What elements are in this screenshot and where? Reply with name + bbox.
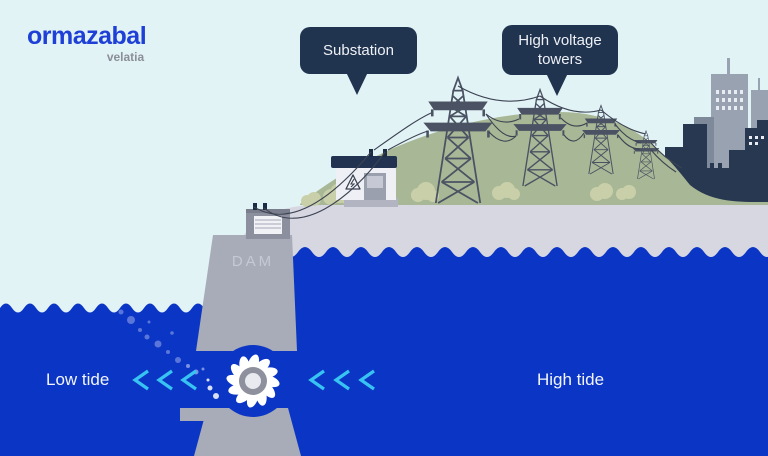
dark-building-windows <box>749 136 764 145</box>
skyscraper-windows <box>716 90 743 110</box>
callout-towers-pointer <box>546 73 568 96</box>
callout-substation: Substation <box>300 27 417 74</box>
hill <box>300 111 768 205</box>
substation-building <box>331 149 398 207</box>
water-high-tide <box>270 247 768 456</box>
callout-towers-label: High voltage towers <box>518 31 602 69</box>
dam-label: DAM <box>231 253 275 270</box>
brand-tagline: velatia <box>106 50 145 64</box>
brand-logo: ormazabal velatia <box>27 22 147 65</box>
power-line-wires <box>253 85 683 219</box>
brand-name: ormazabal <box>27 22 147 50</box>
dam-structure <box>180 235 301 456</box>
antenna-icon <box>727 58 730 75</box>
low-tide-label: Low tide <box>46 370 110 389</box>
callout-substation-pointer <box>346 72 368 95</box>
callout-high-voltage-towers: High voltage towers <box>502 25 618 75</box>
antenna-icon <box>758 78 760 91</box>
high-tide-label: High tide <box>537 370 605 389</box>
flow-chevrons-left <box>132 369 197 391</box>
flow-chevrons-right <box>308 369 375 391</box>
turbine-icon <box>226 354 280 408</box>
callout-substation-label: Substation <box>323 41 394 59</box>
